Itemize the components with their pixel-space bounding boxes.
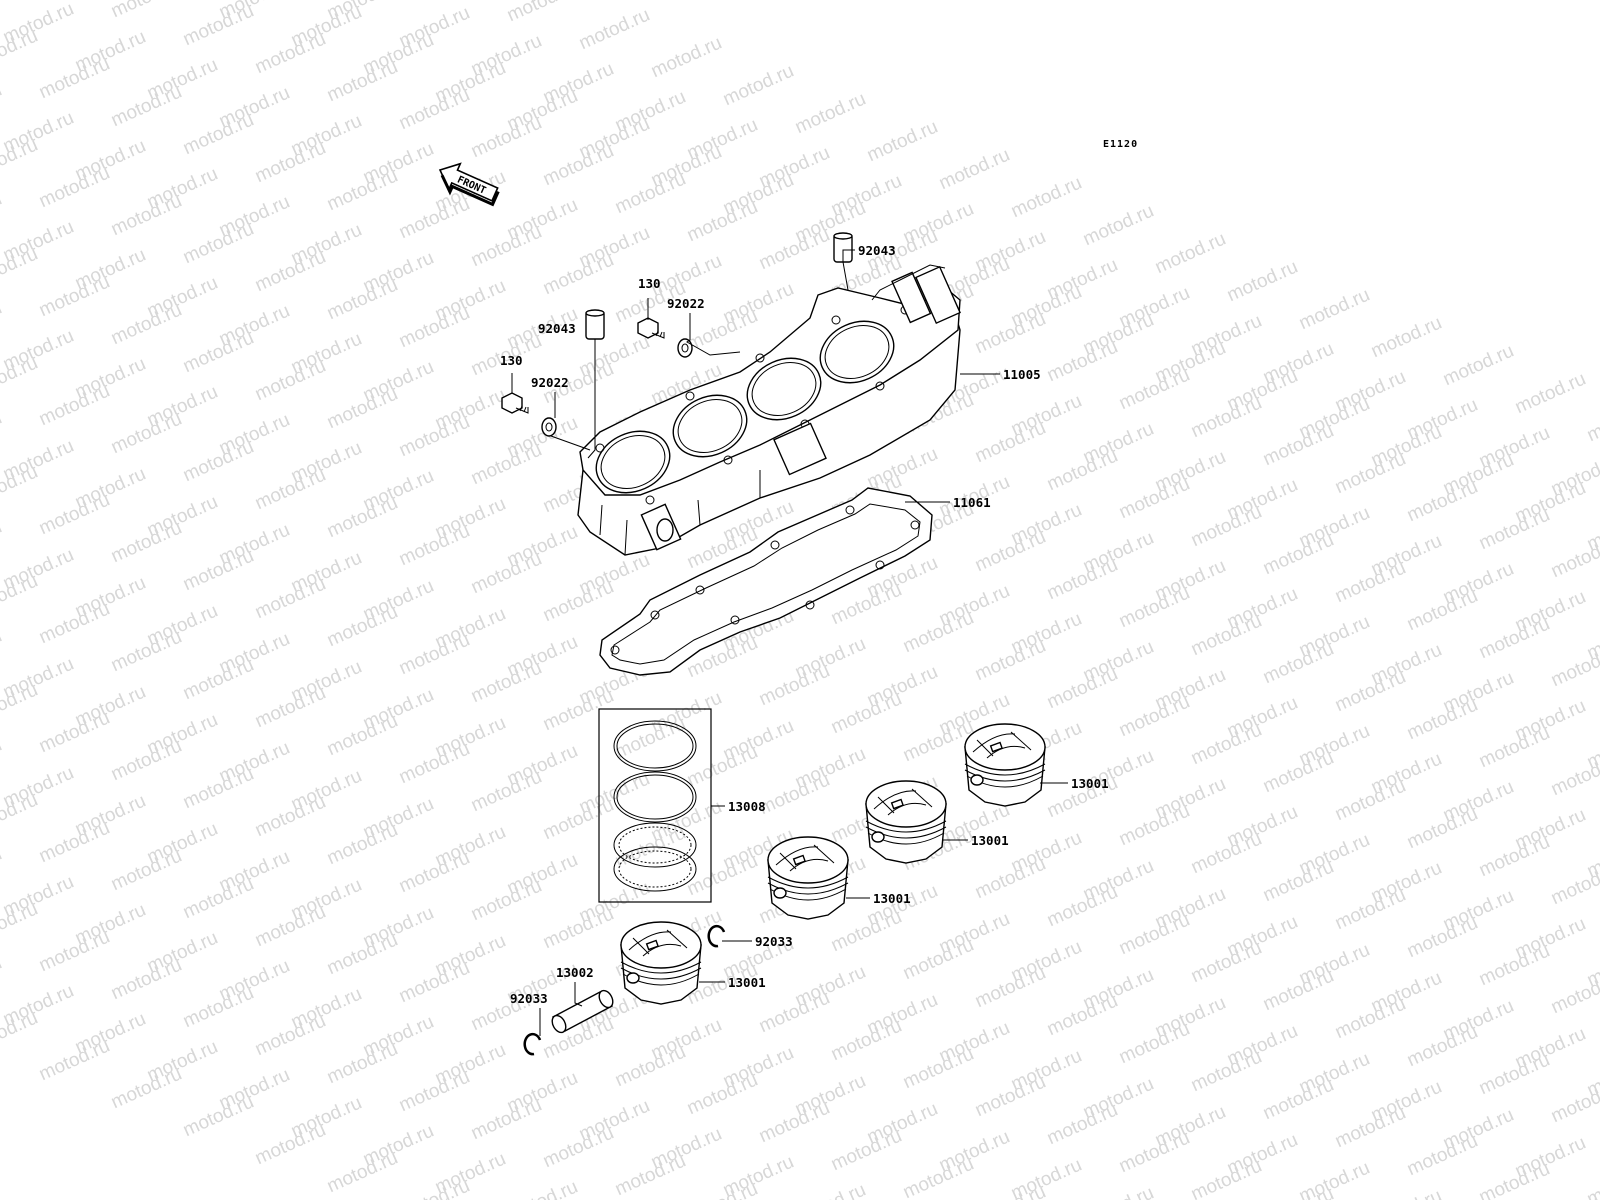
washer-lower xyxy=(541,417,557,437)
callout-dowel-left: 92043 xyxy=(538,321,576,336)
dowel-pin-top xyxy=(833,232,853,263)
washer-upper xyxy=(677,338,693,358)
dowel-pin-left xyxy=(585,309,605,340)
piston-pin xyxy=(551,989,614,1034)
callout-washer-lower: 92022 xyxy=(531,375,569,390)
callout-bolt-upper: 130 xyxy=(638,276,661,291)
callout-gasket: 11061 xyxy=(953,495,991,510)
diagram-code: E1120 xyxy=(1103,139,1138,150)
callout-circlip-right: 92033 xyxy=(755,934,793,949)
callout-cylinder: 11005 xyxy=(1003,367,1041,382)
callout-piston-2: 13001 xyxy=(873,891,911,906)
callout-bolt-lower: 130 xyxy=(500,353,523,368)
leader-lines xyxy=(511,249,1068,1036)
callout-circlip-left: 92033 xyxy=(510,991,548,1006)
callout-labels: 92043 92043 130 92022 130 92022 11005 11… xyxy=(500,243,1109,1006)
piston-1 xyxy=(620,921,702,1005)
cylinder-block xyxy=(577,264,961,556)
piston-ring-set xyxy=(598,708,712,903)
callout-piston-4: 13001 xyxy=(1071,776,1109,791)
callout-piston-1: 13001 xyxy=(728,975,766,990)
callout-piston-pin: 13002 xyxy=(556,965,594,980)
piston-3 xyxy=(865,780,947,864)
callout-dowel-top: 92043 xyxy=(858,243,896,258)
bolt-upper xyxy=(637,317,665,339)
circlip-left xyxy=(523,1032,542,1056)
callout-washer-upper: 92022 xyxy=(667,296,705,311)
bolt-lower xyxy=(501,392,529,414)
base-gasket xyxy=(599,487,933,676)
piston-4 xyxy=(964,723,1046,807)
callout-ring-set: 13008 xyxy=(728,799,766,814)
front-arrow-icon: FRONT xyxy=(438,162,500,207)
piston-2 xyxy=(767,836,849,920)
circlip-right xyxy=(707,924,726,948)
callout-piston-3: 13001 xyxy=(971,833,1009,848)
